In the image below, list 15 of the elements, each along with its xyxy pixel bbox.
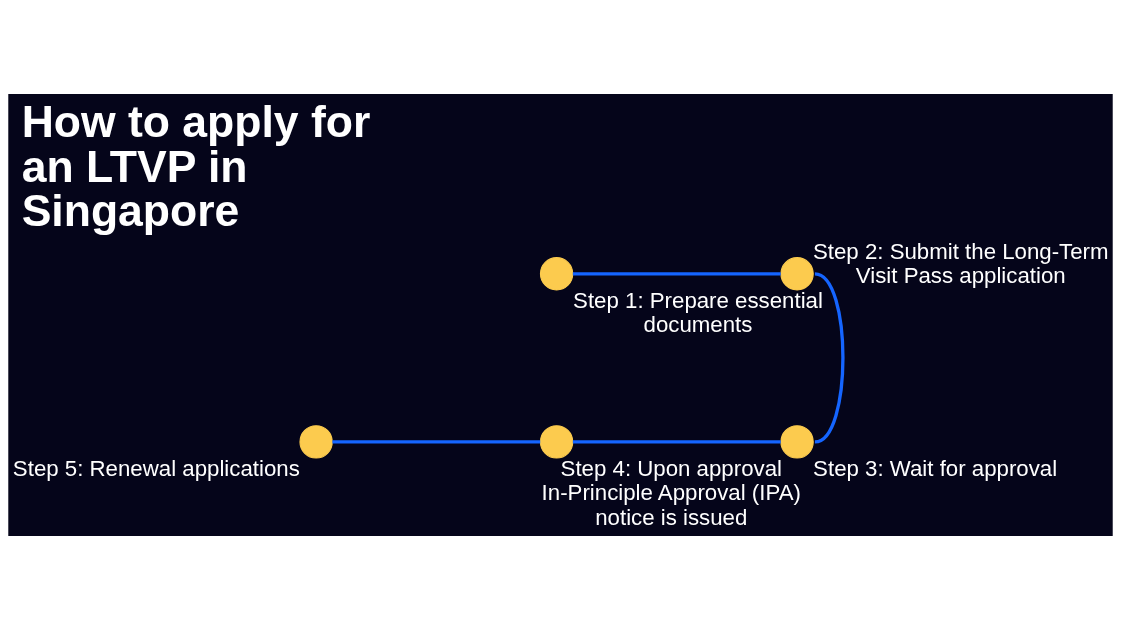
node-circle: [299, 425, 333, 459]
node-circle: [539, 425, 574, 459]
node-label: Step 4: Upon approval In-Principle Approval (IPA) notice is issued: [541, 455, 801, 530]
connector: [814, 272, 845, 444]
connector: [572, 272, 781, 276]
node-label: Step 3: Wait for approval: [813, 455, 1058, 481]
node-circle: [780, 257, 814, 291]
node-circle: [780, 425, 814, 459]
diagram-title: How to apply for an LTVP in Singapore: [21, 97, 371, 236]
node-label: Step 2: Submit the Long-Term Visit Pass application: [812, 238, 1109, 289]
node-circle: [539, 257, 574, 291]
connector: [572, 440, 781, 444]
node-label: Step 1: Prepare essential documents: [573, 287, 823, 338]
connector: [332, 440, 541, 444]
node-label: Step 5: Renewal applications: [12, 455, 300, 481]
